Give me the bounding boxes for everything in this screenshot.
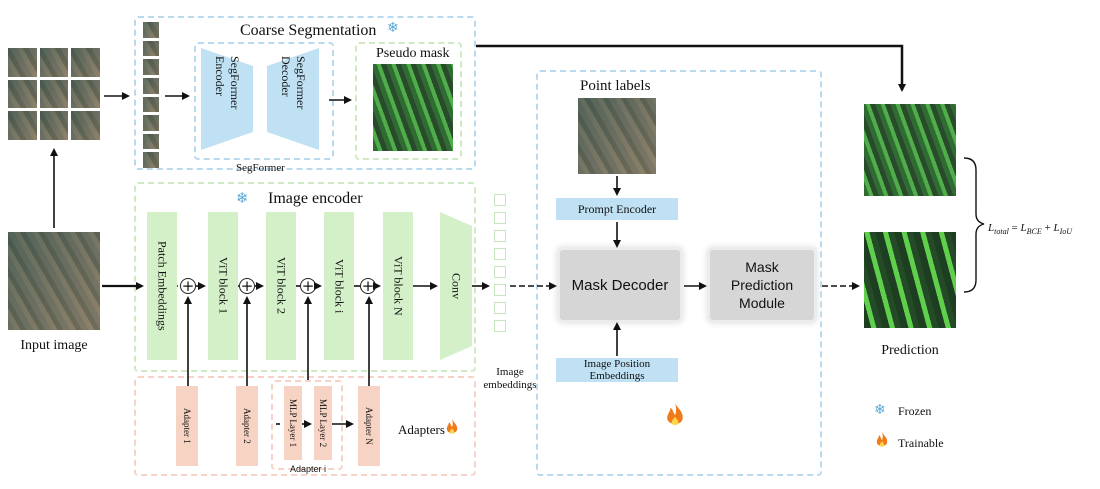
loss-subscript: BCE <box>1026 227 1042 237</box>
adapter-2: Adapter 2 <box>236 386 258 466</box>
image-encoder-title: Image encoder <box>268 190 363 207</box>
input-image-label: Input image <box>20 338 88 353</box>
add-operator: + <box>180 276 196 295</box>
patch-grid <box>8 48 100 140</box>
patch <box>143 152 159 168</box>
embedding-cell <box>494 194 506 206</box>
patch <box>71 48 100 77</box>
loss-symbol: L <box>1053 222 1060 234</box>
point-labels-image <box>578 98 656 174</box>
prediction-label: Prediction <box>881 343 939 358</box>
snowflake-icon: ❄ <box>387 20 399 36</box>
decoder-region <box>536 70 822 476</box>
mask-decoder-block: Mask Decoder <box>560 250 680 320</box>
embedding-cell <box>494 302 506 314</box>
add-operator: + <box>300 276 316 295</box>
embedding-cell <box>494 320 506 332</box>
flame-icon <box>876 432 888 447</box>
embedding-cell <box>494 284 506 296</box>
vit-block-1: ViT block 1 <box>208 212 238 360</box>
patch <box>143 59 159 75</box>
prediction-image <box>864 232 956 328</box>
patch <box>143 77 159 94</box>
segformer-decoder-shape <box>267 48 319 150</box>
image-encoder-region <box>134 182 476 372</box>
patch <box>39 79 69 109</box>
snowflake-icon: ❄ <box>874 402 886 418</box>
adapter-n: Adapter N <box>358 386 380 466</box>
adapter-i-region <box>271 380 343 470</box>
mlp-layer-1: MLP Layer 1 <box>284 386 302 460</box>
embedding-cell <box>494 212 506 224</box>
embedding-cell <box>494 248 506 260</box>
adapter-i-label: Adapter i <box>290 464 327 474</box>
segformer-region <box>194 42 334 160</box>
patch <box>143 133 159 150</box>
pseudo-mask-label: Pseudo mask <box>376 46 450 61</box>
patch <box>39 48 69 77</box>
prompt-encoder-block: Prompt Encoder <box>556 198 678 220</box>
input-image <box>8 232 100 330</box>
conv-shape <box>440 212 472 360</box>
image-embeddings-stack <box>494 194 506 332</box>
pseudo-mask-output-image <box>864 104 956 196</box>
add-operator: + <box>239 276 255 295</box>
embedding-cell <box>494 230 506 242</box>
legend-frozen-label: Frozen <box>898 404 932 418</box>
patch <box>8 79 37 109</box>
snowflake-icon: ❄ <box>236 189 249 207</box>
segformer-decoder-label: SegFormer Decoder <box>279 56 308 110</box>
segformer-label: SegFormer <box>236 162 285 174</box>
loss-subscript: total <box>994 227 1009 237</box>
mlp-layer-2: MLP Layer 2 <box>314 386 332 460</box>
vit-block-i: ViT block i <box>324 212 354 360</box>
mask-prediction-module-block: Mask Prediction Module <box>710 250 814 320</box>
pseudo-mask-region <box>355 42 462 160</box>
flame-icon <box>667 403 683 426</box>
segformer-encoder-shape <box>201 48 253 150</box>
patch-embeddings-block: Patch Embeddings <box>147 212 177 360</box>
loss-symbol: L <box>1020 222 1027 234</box>
patch <box>39 111 69 140</box>
flame-icon <box>446 419 458 434</box>
image-position-embeddings-block: Image Position Embeddings <box>556 358 678 382</box>
embedding-cell <box>494 266 506 278</box>
add-operator: + <box>360 276 376 295</box>
point-labels-label: Point labels <box>580 78 651 94</box>
patch <box>143 40 159 57</box>
loss-subscript: IoU <box>1059 227 1073 237</box>
image-embeddings-label: Image embeddings <box>483 366 537 391</box>
loss-formula: Ltotal = LBCE + LIoU <box>988 222 1072 236</box>
patch <box>8 111 37 140</box>
patch <box>143 22 159 38</box>
segformer-encoder-label: SegFormer Encoder <box>213 56 242 110</box>
patch <box>71 79 100 109</box>
loss-plus: + <box>1041 222 1054 234</box>
adapters-region <box>134 376 476 476</box>
patch <box>143 115 159 131</box>
vit-block-2: ViT block 2 <box>266 212 296 360</box>
patch-column <box>143 22 159 168</box>
coarse-segmentation-title: Coarse Segmentation <box>240 22 377 39</box>
loss-equals: = <box>1008 222 1021 234</box>
loss-symbol: L <box>988 222 995 234</box>
adapter-1: Adapter 1 <box>176 386 198 466</box>
adapters-label: Adapters <box>398 422 445 437</box>
conv-label: Conv <box>449 272 464 299</box>
pseudo-mask-image <box>373 64 453 151</box>
patch <box>143 96 159 113</box>
vit-block-n: ViT block N <box>383 212 413 360</box>
patch <box>8 48 37 77</box>
patch <box>71 111 100 140</box>
legend-trainable-label: Trainable <box>898 436 944 450</box>
coarse-segmentation-region <box>134 16 476 170</box>
